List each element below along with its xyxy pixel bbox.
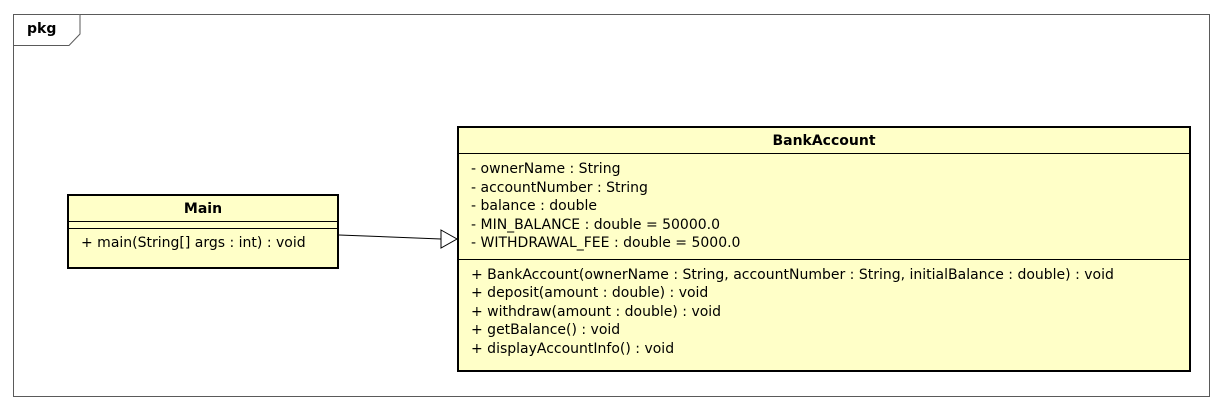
package-tab: pkg	[13, 14, 81, 46]
attributes-bankaccount: - ownerName : String - accountNumber : S…	[459, 154, 1189, 260]
operations-bankaccount: + BankAccount(ownerName : String, accoun…	[459, 260, 1189, 362]
attribute: - MIN_BALANCE : double = 50000.0	[471, 216, 721, 233]
operation: + BankAccount(ownerName : String, accoun…	[471, 266, 1114, 283]
operation: + main(String[] args : int) : void	[81, 235, 306, 251]
operation: + getBalance() : void	[471, 322, 621, 338]
class-bankaccount[interactable]: BankAccount - ownerName : String - accou…	[457, 126, 1191, 372]
generalization-arrowhead	[440, 229, 459, 249]
attribute: - accountNumber : String	[471, 179, 648, 196]
attributes-main	[69, 222, 337, 229]
class-name-bankaccount: BankAccount	[459, 128, 1189, 154]
package-label: pkg	[27, 21, 57, 37]
class-name-main: Main	[69, 196, 337, 222]
package-frame	[13, 14, 1210, 397]
operations-main: + main(String[] args : int) : void	[69, 229, 337, 256]
generalization-line	[338, 234, 442, 240]
class-main[interactable]: Main + main(String[] args : int) : void	[67, 194, 339, 269]
operation: + deposit(amount : double) : void	[471, 285, 709, 301]
operation: + displayAccountInfo() : void	[471, 340, 675, 357]
attribute: - WITHDRAWAL_FEE : double = 5000.0	[471, 235, 741, 251]
attribute: - ownerName : String	[471, 161, 621, 177]
operation: + withdraw(amount : double) : void	[471, 303, 722, 320]
attribute: - balance : double	[471, 198, 597, 214]
